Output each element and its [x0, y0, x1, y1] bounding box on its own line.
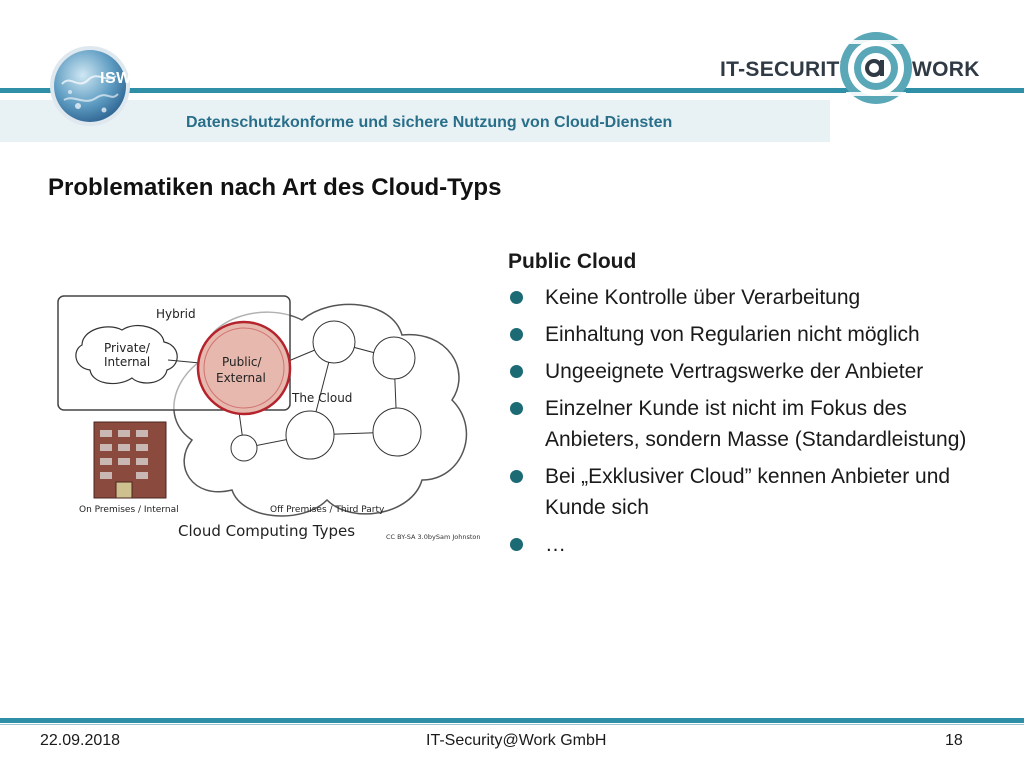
bullet-dot-icon [510, 328, 523, 341]
on-premises-building-icon [93, 421, 167, 499]
hybrid-label: Hybrid [156, 307, 196, 321]
off-premises-label: Off Premises / Third Party [270, 505, 385, 515]
private-cloud-shape [75, 325, 178, 385]
bullet-text: … [545, 533, 566, 556]
public-cloud-circle [196, 320, 292, 416]
bullet-text: Einzelner Kunde ist nicht im Fokus des A… [545, 397, 967, 451]
header-stripe [0, 88, 1024, 93]
diagram-caption: Cloud Computing Types [178, 522, 355, 540]
bullet-text: Bei „Exklusiver Cloud” kennen Anbieter u… [545, 465, 951, 519]
the-cloud-label: The Cloud [291, 391, 352, 405]
at-sign-logo-icon [840, 32, 912, 104]
public-label-line2: External [216, 371, 266, 385]
cloud-computing-types-diagram: Hybrid Private/ Internal Public/ Externa… [57, 295, 481, 541]
presentation-subtitle: Datenschutzkonforme und sichere Nutzung … [186, 114, 673, 131]
private-label-line1: Private/ [104, 341, 151, 355]
list-item: Bei „Exklusiver Cloud” kennen Anbieter u… [508, 461, 998, 523]
page-number: 18 [945, 732, 963, 749]
bullet-dot-icon [510, 291, 523, 304]
isw-logo [50, 46, 130, 126]
content-block: Public Cloud Keine Kontrolle über Verarb… [508, 250, 998, 566]
diagram-credit: CC BY-SA 3.0bySam Johnston [386, 533, 481, 541]
footer-divider [0, 724, 1024, 725]
list-item: … [508, 529, 998, 560]
bullet-dot-icon [510, 402, 523, 415]
slide-title: Problematiken nach Art des Cloud-Typs [48, 174, 502, 201]
private-label-line2: Internal [104, 355, 150, 369]
bullet-text: Ungeeignete Vertragswerke der Anbieter [545, 360, 924, 383]
bullet-list: Keine Kontrolle über Verarbeitung Einhal… [508, 282, 998, 560]
content-heading: Public Cloud [508, 250, 637, 273]
bullet-text: Einhaltung von Regularien nicht möglich [545, 323, 920, 346]
bullet-dot-icon [510, 365, 523, 378]
footer-company: IT-Security@Work GmbH [426, 732, 607, 749]
bullet-dot-icon [510, 538, 523, 551]
subtitle-bar [0, 100, 830, 142]
list-item: Einzelner Kunde ist nicht im Fokus des A… [508, 393, 998, 455]
footer-stripe [0, 718, 1024, 723]
footer-date: 22.09.2018 [40, 732, 121, 749]
bullet-dot-icon [510, 470, 523, 483]
bullet-text: Keine Kontrolle über Verarbeitung [545, 286, 861, 309]
brand-text-left: IT-SECURITY [720, 58, 854, 81]
brand-text-right: WORK [912, 58, 980, 81]
on-premises-label: On Premises / Internal [79, 505, 179, 515]
list-item: Ungeeignete Vertragswerke der Anbieter [508, 356, 998, 387]
isw-logo-text: ISW [100, 70, 132, 87]
public-label-line1: Public/ [222, 355, 263, 369]
list-item: Keine Kontrolle über Verarbeitung [508, 282, 998, 313]
list-item: Einhaltung von Regularien nicht möglich [508, 319, 998, 350]
